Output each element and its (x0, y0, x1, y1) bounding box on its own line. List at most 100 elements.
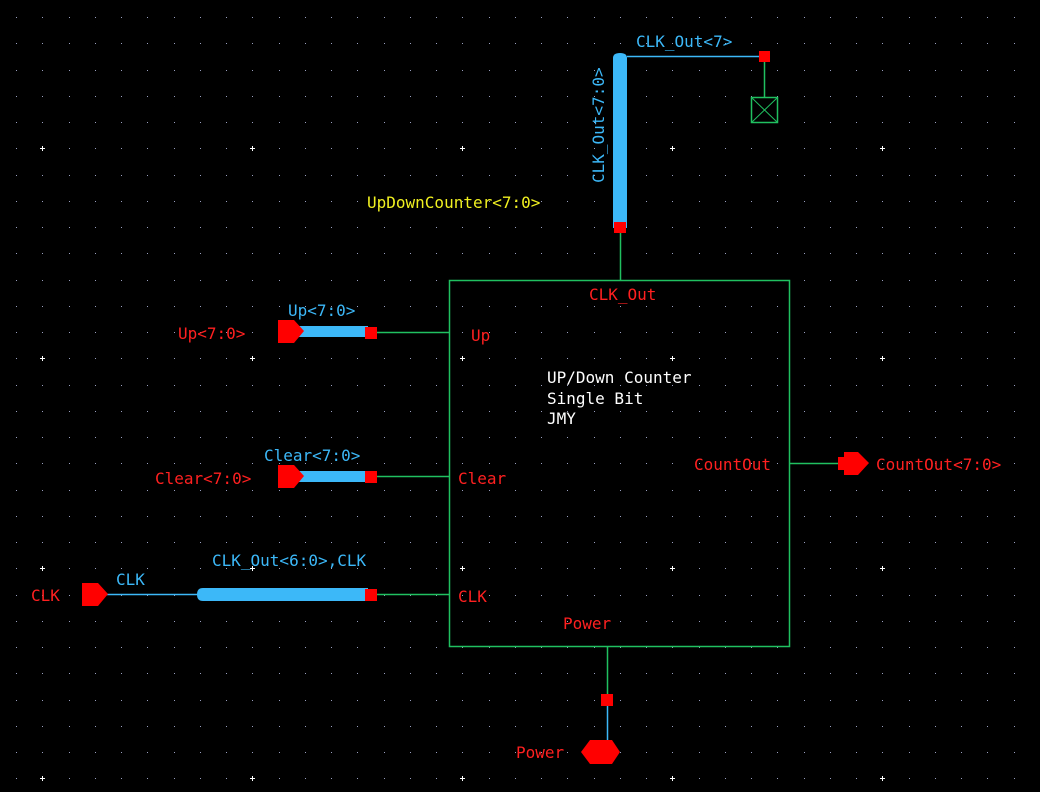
grid-dot (436, 673, 437, 674)
countout-net[interactable]: CountOut<7:0> (790, 452, 1001, 475)
power-net[interactable]: Power (516, 647, 620, 764)
grid-dot (147, 595, 148, 596)
grid-dot (226, 280, 227, 281)
up-net[interactable]: Up<7:0> Up<7:0> (178, 301, 449, 343)
clear-net[interactable]: Clear<7:0> Clear<7:0> (155, 446, 449, 488)
grid-dot (147, 122, 148, 123)
port-label-clk[interactable]: CLK (31, 586, 60, 605)
pin-label-up: Up (471, 326, 490, 345)
net-label-clk[interactable]: CLK (116, 570, 145, 589)
grid-dot (567, 70, 568, 71)
grid-dot (226, 227, 227, 228)
grid-dot (252, 673, 253, 674)
grid-dot (567, 122, 568, 123)
grid-major-cross (40, 776, 45, 781)
grid-dot (1014, 280, 1015, 281)
grid-dot (856, 752, 857, 753)
grid-dot (121, 306, 122, 307)
clk-net[interactable]: CLK CLK CLK_Out<6:0>,CLK (31, 551, 449, 606)
port-label-clear[interactable]: Clear<7:0> (155, 469, 251, 488)
grid-dot (1014, 726, 1015, 727)
grid-dot (462, 96, 463, 97)
port-label-countout[interactable]: CountOut<7:0> (876, 455, 1001, 474)
instance-name-label[interactable]: UpDownCounter<7:0> (367, 193, 540, 212)
input-pin-clk-icon[interactable] (82, 583, 108, 606)
bus-up[interactable] (298, 326, 368, 337)
grid-dot (489, 726, 490, 727)
grid-dot (909, 752, 910, 753)
grid-dot (935, 700, 936, 701)
grid-dot (489, 621, 490, 622)
input-pin-clear-icon[interactable] (278, 465, 304, 488)
grid-dot (147, 542, 148, 543)
grid-dot (357, 253, 358, 254)
grid-dot (69, 385, 70, 386)
grid-dot (200, 280, 201, 281)
grid-dot (252, 253, 253, 254)
grid-dot (16, 148, 17, 149)
grid-dot (1014, 253, 1015, 254)
bus-clk[interactable] (197, 588, 368, 601)
instance-body[interactable] (448, 279, 791, 648)
grid-dot (16, 43, 17, 44)
grid-dot (751, 568, 752, 569)
port-label-up[interactable]: Up<7:0> (178, 324, 245, 343)
grid-dot (856, 595, 857, 596)
net-label-clk-bus[interactable]: CLK_Out<6:0>,CLK (212, 551, 366, 570)
pin-label-power: Power (563, 614, 612, 633)
grid-dot (620, 437, 621, 438)
grid-dot (174, 358, 175, 359)
grid-dot (594, 43, 595, 44)
grid-dot (489, 437, 490, 438)
grid-dot (751, 17, 752, 18)
grid-dot (462, 385, 463, 386)
grid-dot (200, 700, 201, 701)
grid-dot (410, 673, 411, 674)
grid-dot (725, 568, 726, 569)
grid-dot (646, 306, 647, 307)
grid-dot (541, 358, 542, 359)
grid-dot (384, 411, 385, 412)
net-label-clear[interactable]: Clear<7:0> (264, 446, 360, 465)
grid-dot (42, 437, 43, 438)
grid-dot (410, 595, 411, 596)
input-pin-up-icon[interactable] (278, 320, 304, 343)
grid-dot (515, 463, 516, 464)
grid-dot (725, 463, 726, 464)
no-connect-icon[interactable] (750, 96, 779, 124)
grid-dot (515, 700, 516, 701)
grid-dot (121, 752, 122, 753)
grid-dot (410, 516, 411, 517)
grid-dot (725, 437, 726, 438)
grid-dot (699, 411, 700, 412)
grid-dot (856, 411, 857, 412)
net-label-up[interactable]: Up<7:0> (288, 301, 355, 320)
grid-dot (699, 752, 700, 753)
grid-dot (699, 463, 700, 464)
grid-dot (489, 332, 490, 333)
grid-dot (279, 463, 280, 464)
inout-pin-power-icon[interactable] (581, 740, 620, 764)
clk-out-net[interactable]: CLK_Out<7> CLK_Out<7:0> (589, 32, 779, 280)
grid-major-cross (40, 356, 45, 361)
output-pin-countout-icon[interactable] (838, 452, 869, 475)
grid-dot (174, 306, 175, 307)
bus-clear[interactable] (298, 471, 368, 482)
grid-dot (830, 542, 831, 543)
grid-dot (672, 43, 673, 44)
grid-dot (69, 647, 70, 648)
net-label-clk-out-bus[interactable]: CLK_Out<7:0> (589, 67, 608, 183)
grid-dot (909, 568, 910, 569)
bus-clk-out[interactable] (613, 53, 627, 228)
grid-dot (226, 542, 227, 543)
net-label-clk-out-7[interactable]: CLK_Out<7> (636, 32, 732, 51)
grid-dot (95, 280, 96, 281)
grid-dot (305, 148, 306, 149)
grid-dot (410, 43, 411, 44)
instance-updowncounter[interactable]: UpDownCounter<7:0> CLK_Out Up Clear CLK … (367, 193, 791, 648)
grid-dot (252, 516, 253, 517)
port-label-power[interactable]: Power (516, 743, 565, 762)
grid-dot (69, 358, 70, 359)
grid-dot (489, 542, 490, 543)
